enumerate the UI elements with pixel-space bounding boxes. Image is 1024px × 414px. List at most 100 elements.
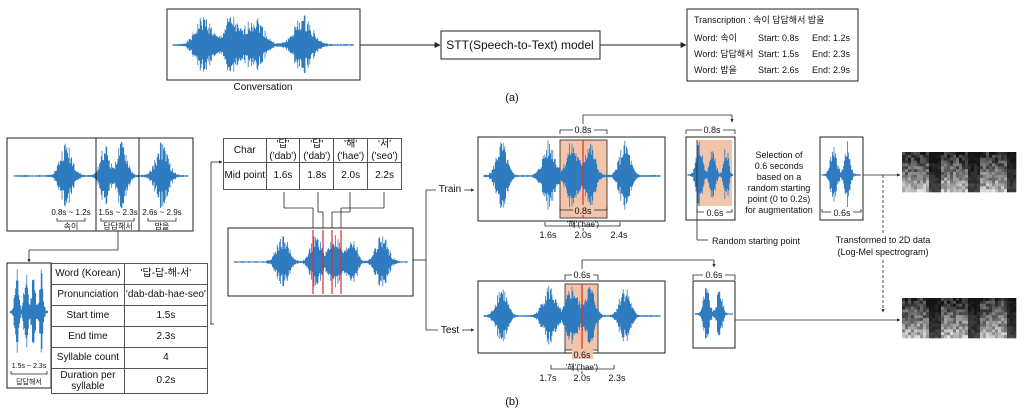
spectrogram-cell [1013,186,1017,190]
spectrogram-cell [1001,160,1005,164]
spectrogram-cell [917,172,921,176]
spectrogram-cell [932,160,936,164]
spectrogram-cell [935,323,939,327]
spectrogram-cell [929,332,933,336]
spectrogram-cell [959,303,963,307]
spectrogram-cell [941,177,945,181]
spectrogram-cell [917,312,921,316]
spectrogram-cell [950,189,954,193]
spectrogram-cell [932,154,936,159]
spectrogram-cell [1010,177,1014,181]
spectrogram-cell [911,166,915,170]
spectrogram-cell [992,174,996,179]
spectrogram-cell [914,320,918,325]
spectrogram-cell [947,318,951,322]
spectrogram-cell [971,160,975,164]
spectrogram-cell [965,186,969,190]
spectrogram-cell [953,306,957,310]
spectrogram-cell [968,315,972,319]
spectrogram-cell [920,163,924,167]
spectrogram-cell [947,169,951,173]
spectrogram-cell [992,189,996,193]
spectrogram-cell [959,163,963,167]
spectrogram-cell [971,154,975,159]
spectrogram-cell [947,326,951,330]
spectrogram-cell [974,303,978,307]
spectrogram-cell [1007,177,1011,181]
spectrogram-cell [926,169,930,173]
spectrogram-cell [983,163,987,167]
spectrogram-cell [1004,172,1008,176]
spectrogram-cell [950,169,954,173]
spectrogram-cell [944,169,948,173]
spectrogram-cell [995,300,999,305]
spectrogram-cell [962,323,966,327]
spectrogram-cell [920,303,924,307]
spectrogram-cell [926,154,930,159]
spectrogram-cell [911,318,915,322]
spectrogram-cell [977,320,981,325]
spectrogram-cell [1010,318,1014,322]
spectrogram-cell [917,166,921,170]
spectrogram-cell [1013,177,1017,181]
spectrogram-cell [959,157,963,161]
spectrogram-cell [929,154,933,159]
spectrogram-cell [950,183,954,187]
spectrogram-cell [998,312,1002,316]
spectrogram-cell [977,166,981,170]
spectrogram-cell [974,306,978,310]
spectrogram-cell [968,298,972,302]
spectrogram-cell [959,189,963,193]
spectrogram-cell [923,152,927,156]
spectrogram-cell [914,189,918,193]
spectrogram-cell [998,163,1002,167]
spectrogram-cell [947,315,951,319]
spectrogram-cell [965,312,969,316]
spectrogram-cell [983,154,987,159]
spectrogram-cell [911,312,915,316]
spectrogram-cell [932,157,936,161]
spectrogram-cell [917,163,921,167]
spectrogram-cell [1007,312,1011,316]
spectrogram-cell [959,180,963,184]
spectrogram-cell [953,172,957,176]
spectrogram-cell [908,174,912,179]
spectrogram-cell [971,183,975,187]
random-start-label: Random starting point [712,236,801,246]
spectrogram-cell [989,300,993,305]
spectrogram-cell [914,154,918,159]
spectrogram-cell [953,177,957,181]
spectrogram-cell [908,169,912,173]
spectrogram-cell [920,174,924,179]
train-left-time: 1.6s [539,230,557,240]
spectrogram-cell [980,303,984,307]
spectrogram-cell [983,186,987,190]
spectrogram-cell [989,180,993,184]
spectrogram-cell [1001,320,1005,325]
spectrogram-cell [1004,298,1008,302]
spectrogram-cell [935,183,939,187]
spectrogram-cell [983,309,987,313]
end-time-value: 2.3s [123,326,209,348]
word-clip-bracket [10,371,48,375]
spectrogram-cell [947,152,951,156]
spectrogram-cell [926,326,930,330]
spectrogram-cell [941,312,945,316]
spectrogram-cell [908,183,912,187]
spectrogram-cell [986,300,990,305]
spectrogram-cell [1013,306,1017,310]
spectrogram-cell [980,154,984,159]
spectrogram-cell [977,312,981,316]
spectrogram-cell [986,166,990,170]
spectrogram-cell [1010,332,1014,336]
spectrogram-cell [938,169,942,173]
spectrogram-cell [950,332,954,336]
pronunciation-label: Pronunciation [51,284,125,306]
spectrogram-cell [923,166,927,170]
word-row-1-end: End: 1.2s [812,33,851,43]
spectrogram-cell [941,318,945,322]
spectrogram-cell [938,329,942,333]
spectrogram-cell [944,183,948,187]
spectrogram-cell [947,335,951,339]
spectrogram-cell [968,329,972,333]
